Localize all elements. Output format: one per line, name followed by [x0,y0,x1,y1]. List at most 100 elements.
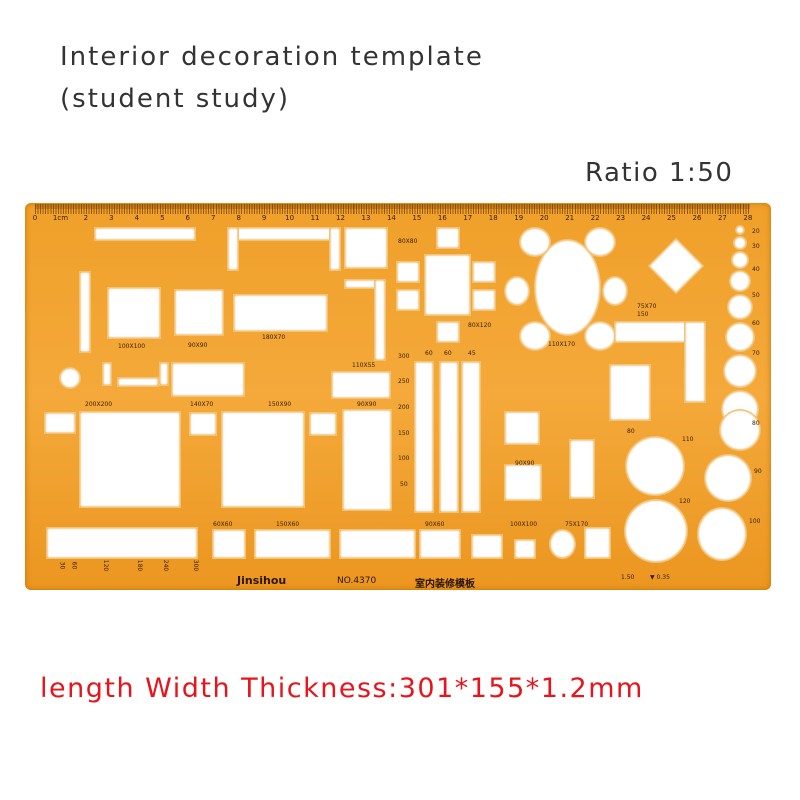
size-label: 90 [754,468,762,475]
cutout-shape [213,530,245,558]
cutout-shape [228,228,238,270]
cutout-shape [190,413,216,435]
title-line-2: (student study) [60,84,291,114]
ruler-number: 0 [32,214,38,222]
cutout-shape [585,322,615,350]
cutout-shape [585,228,615,256]
cutout-shape [420,530,460,558]
size-label: 200X200 [85,401,113,408]
ruler-number: 1cm [52,214,69,222]
cutout-shape [732,252,748,268]
cutout-shape [698,508,746,560]
cutout-shape [345,228,387,268]
cutout-shape [505,412,539,444]
size-label: ▼ 0.35 [650,574,670,581]
cutout-shape [103,363,111,385]
size-label: 110 [682,436,694,443]
size-label: 200 [398,404,410,411]
size-label: 150 [637,311,649,318]
size-label: 30 [752,243,760,250]
size-label: 240 [162,559,170,572]
cutout-shape [172,363,244,396]
ruler-number: 8 [236,214,241,222]
ruler-number: 9 [261,214,267,222]
ruler-number: 15 [412,214,422,222]
size-label: 300 [192,559,200,572]
size-label: 90X90 [357,401,377,408]
ruler-number: 28 [743,214,753,222]
cutout-shape [603,277,627,305]
cutout-shape [505,277,529,305]
cutout-shape [175,290,223,335]
size-label: 100X100 [510,521,538,528]
size-label: 100 [398,455,410,462]
size-label: 150X60 [276,521,300,528]
size-label: 100X100 [118,343,146,350]
cutout-shape [415,362,433,512]
ruler-number: 16 [437,214,447,222]
size-label: 80 [627,428,635,435]
ruler-number: 11 [310,214,320,222]
ruler-number: 10 [285,214,295,222]
cutout-shape [535,240,600,335]
cutout-shape [234,295,327,331]
ruler-number: 26 [692,214,702,222]
cutout-shape [95,228,195,240]
ruler-number: 12 [336,214,345,222]
cutout-shape [118,378,158,386]
size-label: 75X170 [565,521,589,528]
cutout-shape [705,455,751,501]
cutout-shape [340,530,415,558]
ruler-number: 5 [160,214,165,222]
cutout-shape [473,262,495,282]
cutout-shape [726,323,754,351]
size-label: 90X90 [188,342,208,349]
cutout-shape [60,368,80,388]
size-label: 120 [102,559,110,572]
size-label: 50 [752,292,760,299]
size-label: 180 [136,559,144,572]
cutout-shape [472,535,502,558]
cutout-shape [255,530,330,558]
size-label: 70 [752,350,760,357]
size-label: 60X60 [213,521,233,528]
size-label: 50 [400,481,408,488]
cutout-shape [625,500,687,562]
cutout-shape [80,272,90,352]
size-label: 1.50 [621,574,635,581]
size-label: 90X90 [515,460,535,467]
ruler-ticks [35,204,750,214]
cutout-shape [505,465,541,500]
size-label: 90X60 [425,521,445,528]
size-label: 150 [398,430,410,437]
size-label: 140X70 [190,401,214,408]
cutout-shape [570,440,594,498]
cutout-shape [230,228,340,240]
ruler-number: 7 [210,214,216,222]
cutout-shape [734,237,746,249]
size-label: 110X55 [352,362,376,369]
cutout-shape [720,410,760,450]
cutout-shape [437,228,459,248]
dimensions-spec: length Width Thickness:301*155*1.2mm [40,673,644,704]
size-label: 75X70 [637,303,657,310]
size-label: 250 [398,378,410,385]
cutout-shape [520,322,550,350]
cutout-shape [45,413,75,433]
cutout-shape [437,322,459,342]
cutout-shape [473,290,495,310]
cutout-shape [724,355,756,387]
size-label: 40 [752,266,760,273]
size-label: 80 [752,420,760,427]
chinese-product-name: 室内装修模板 [415,579,475,590]
cutout-shape [330,228,340,270]
ruler-number: 18 [488,214,498,222]
title-line-1: Interior decoration template [60,42,484,72]
cutout-shape [108,288,160,338]
size-label: 60 [70,561,78,570]
ruler-number: 24 [641,214,651,222]
cutout-shape [332,372,390,398]
cutout-shape [730,271,750,291]
ruler-number: 27 [717,214,727,222]
ruler-number: 21 [565,214,575,222]
